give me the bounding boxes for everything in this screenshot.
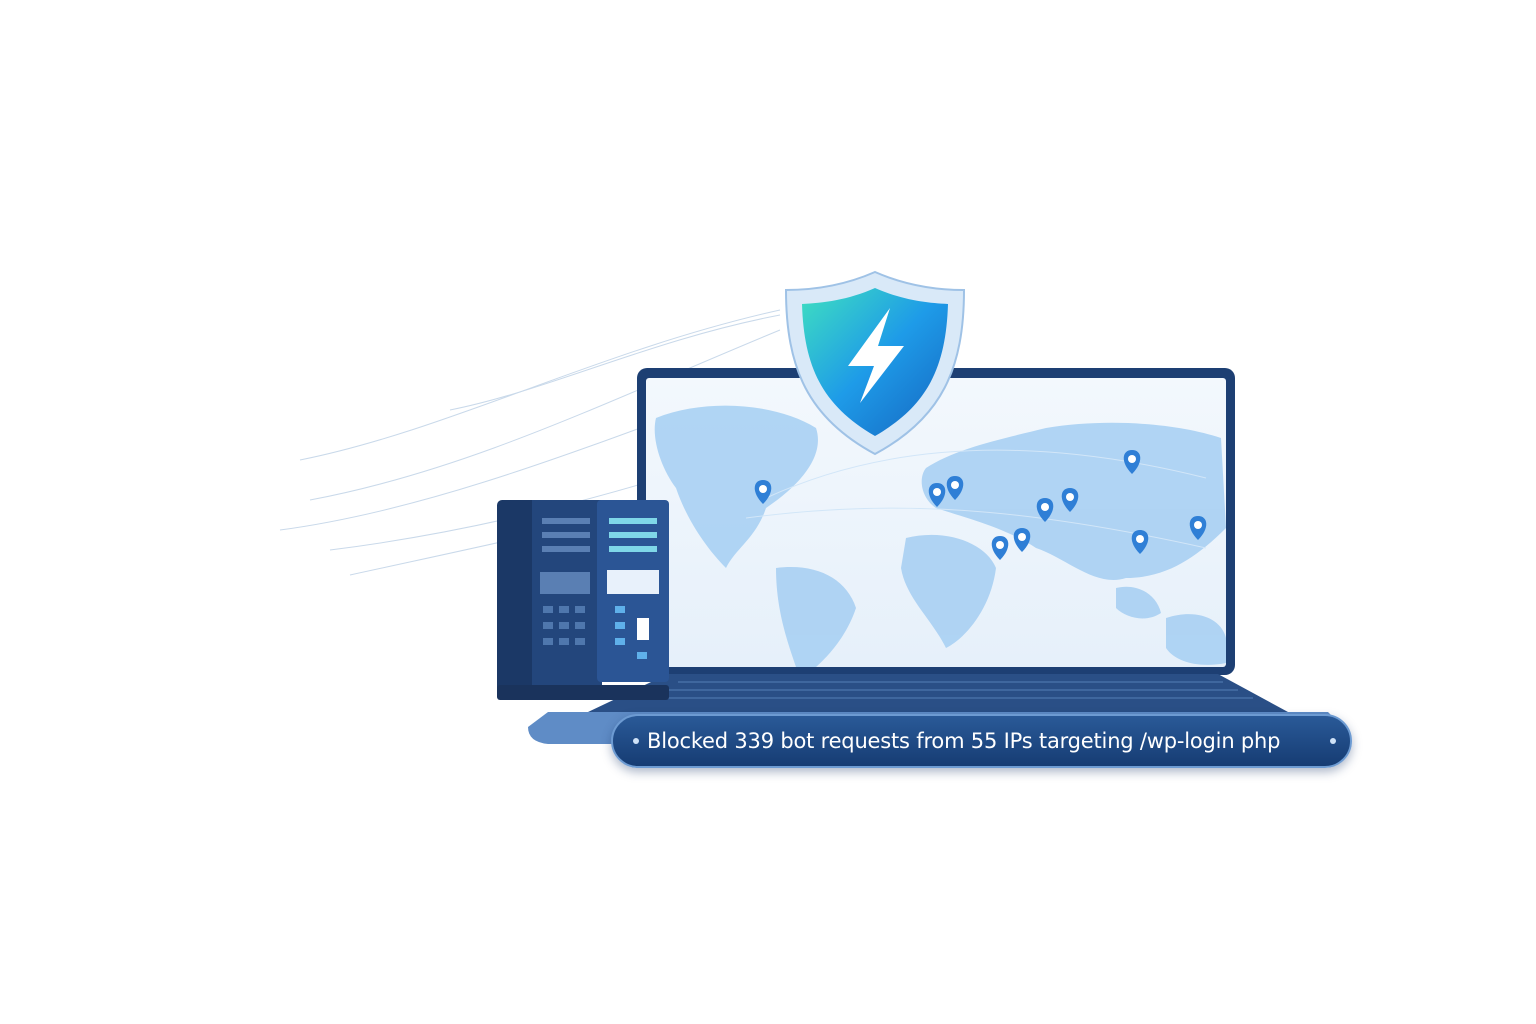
map-pin-center	[1066, 493, 1074, 501]
map-pin-center	[1136, 535, 1144, 543]
map-pin-center	[933, 488, 941, 496]
laptop-screen	[637, 368, 1235, 675]
indicator-dot	[1330, 738, 1336, 744]
bullet-dot	[633, 738, 639, 744]
status-banner: Blocked 339 bot requests from 55 IPs tar…	[611, 714, 1352, 768]
world-map	[646, 378, 1226, 667]
blocked-requests-message: Blocked 339 bot requests from 55 IPs tar…	[647, 729, 1281, 753]
world-map-graphic	[654, 405, 1226, 667]
server-tower	[497, 500, 669, 700]
map-pin-center	[1041, 503, 1049, 511]
map-pin-center	[1128, 455, 1136, 463]
shield-lightning-icon	[784, 270, 966, 456]
map-pin-center	[759, 485, 767, 493]
map-pin-center	[1018, 533, 1026, 541]
map-pin-center	[951, 481, 959, 489]
map-pin-center	[1194, 521, 1202, 529]
map-pin-center	[996, 541, 1004, 549]
